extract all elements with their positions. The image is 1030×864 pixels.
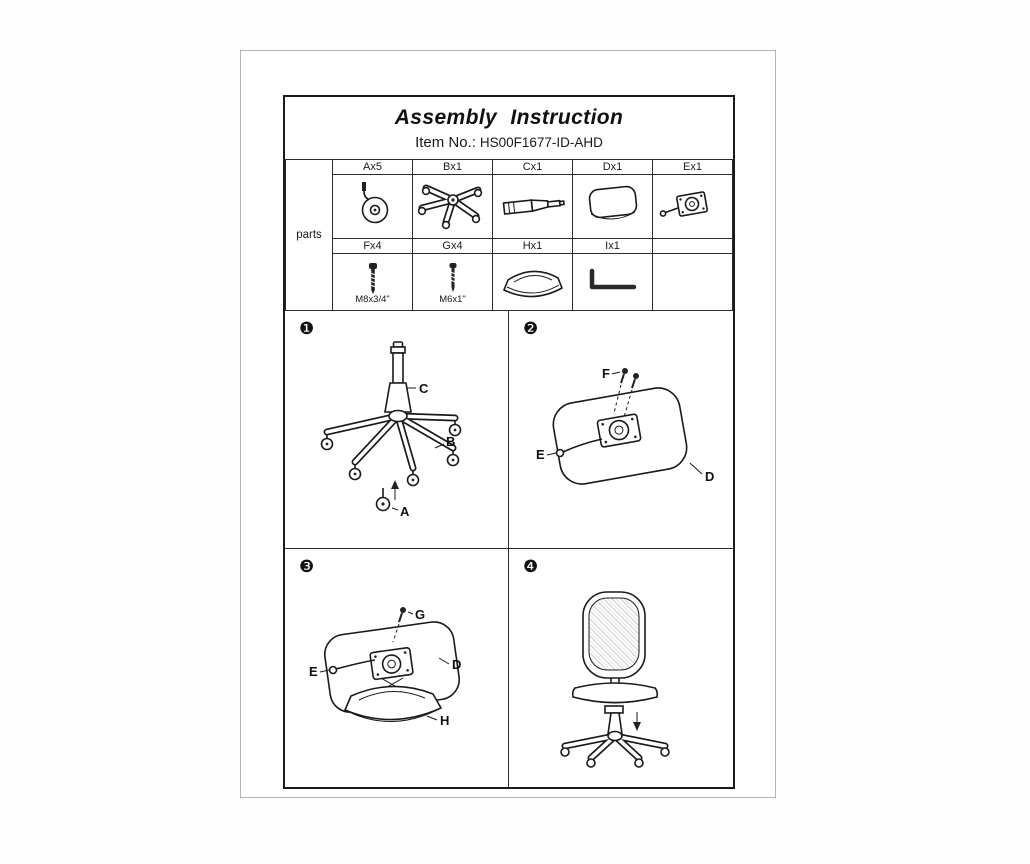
item-number-line: Item No.: HS00F1677-ID-AHD: [285, 134, 733, 151]
assembly-steps: ❶ C: [285, 311, 733, 787]
base-cover-drawing: [343, 685, 443, 722]
star-base-icon: [417, 184, 482, 229]
seat-underside-drawing: [323, 620, 461, 713]
label-e: E: [536, 447, 545, 462]
part-code-f: Fx4: [332, 238, 413, 254]
base-cover-icon: [502, 270, 563, 298]
label-a: A: [400, 504, 410, 519]
parts-row-label: parts: [285, 159, 333, 311]
part-image-d: [572, 174, 653, 239]
part-image-c: [492, 174, 573, 239]
label-d: D: [705, 469, 714, 484]
backrest-drawing: [582, 590, 646, 688]
part-code-h: Hx1: [492, 238, 573, 254]
arrow-down-drawing: [633, 711, 641, 731]
casters-drawing: [320, 420, 461, 487]
step-3: ❸: [285, 549, 509, 787]
step-1-drawing: C: [320, 341, 461, 519]
step-3-diagram: G E D: [285, 549, 508, 787]
step-3-drawing: G E D: [309, 606, 461, 728]
parts-top-label-row: parts Ax5 Bx1 Cx1 Dx1 Ex1: [285, 159, 733, 311]
label-g: G: [415, 607, 425, 622]
part-image-f: M8x3/4": [332, 253, 413, 311]
parts-bottom-label-row: Fx4 Gx4 Hx1 Ix1: [286, 238, 733, 254]
step-4-diagram: [509, 549, 733, 787]
step-2-number: ❷: [523, 319, 539, 338]
part-code-a: Ax5: [332, 159, 413, 175]
page-title: Assembly Instruction: [394, 106, 624, 129]
base-drawing: [323, 409, 458, 472]
gas-lift-drawing: [383, 341, 412, 413]
part-code-d: Dx1: [572, 159, 653, 175]
part-image-g: M6x1": [412, 253, 493, 311]
part-image-h: [492, 253, 573, 311]
part-image-empty: [652, 253, 733, 311]
item-no-value: HS00F1677-ID-AHD: [479, 135, 603, 150]
parts-bottom-image-row: M8x3/4": [286, 253, 733, 311]
label-c: C: [419, 381, 429, 396]
part-code-g: Gx4: [412, 238, 493, 254]
part-code-b: Bx1: [412, 159, 493, 175]
part-image-i: [572, 253, 653, 311]
screws-f-drawing: [613, 368, 639, 418]
seat-drawing: [571, 681, 659, 714]
label-b: B: [446, 434, 455, 449]
caster-wheel-icon: [361, 181, 388, 223]
step-1: ❶ C: [285, 311, 509, 549]
bolt-size-f: M8x3/4": [355, 293, 390, 305]
step-2-diagram: F E D: [509, 311, 733, 548]
parts-table: parts Ax5 Bx1 Cx1 Dx1 Ex1: [285, 159, 733, 311]
bolt-size-g: M6x1": [439, 293, 466, 305]
allen-key-icon: [589, 268, 636, 290]
gas-lift-icon: [502, 198, 565, 215]
step-2: ❷: [509, 311, 733, 549]
step-4-drawing: [560, 590, 670, 768]
caster-a-drawing: [375, 480, 399, 512]
part-image-a: [332, 174, 413, 239]
parts-top-image-row: [286, 174, 733, 239]
label-h: H: [440, 713, 449, 728]
step-2-drawing: F E D: [536, 366, 714, 485]
tilt-mechanism-icon: [659, 190, 708, 217]
screw-g-drawing: [392, 606, 406, 642]
seat-underside-drawing: [552, 387, 687, 485]
label-e: E: [309, 664, 318, 679]
part-code-c: Cx1: [492, 159, 573, 175]
seat-cushion-icon: [588, 185, 637, 219]
lever-drawing: [555, 438, 602, 458]
part-code-i: Ix1: [572, 238, 653, 254]
instruction-sheet: Assembly Instruction Item No.: HS00F1677…: [240, 50, 776, 798]
instruction-frame: Assembly Instruction Item No.: HS00F1677…: [283, 95, 735, 789]
bolt-icon: [449, 262, 456, 292]
step-3-number: ❸: [299, 557, 315, 576]
label-d: D: [452, 657, 461, 672]
item-no-label: Item No.:: [415, 134, 476, 151]
step-4-number: ❹: [523, 557, 539, 576]
part-image-e: [652, 174, 733, 239]
step-1-diagram: C: [285, 311, 508, 548]
step-4: ❹: [509, 549, 733, 787]
title-block: Assembly Instruction Item No.: HS00F1677…: [285, 97, 733, 159]
part-code-empty: [652, 238, 733, 254]
chair-base-drawing: [560, 730, 670, 768]
part-code-e: Ex1: [652, 159, 733, 175]
lever-drawing: [328, 658, 376, 674]
step-1-number: ❶: [299, 319, 315, 338]
part-image-b: [412, 174, 493, 239]
bolt-icon: [368, 262, 377, 294]
label-f: F: [602, 366, 610, 381]
